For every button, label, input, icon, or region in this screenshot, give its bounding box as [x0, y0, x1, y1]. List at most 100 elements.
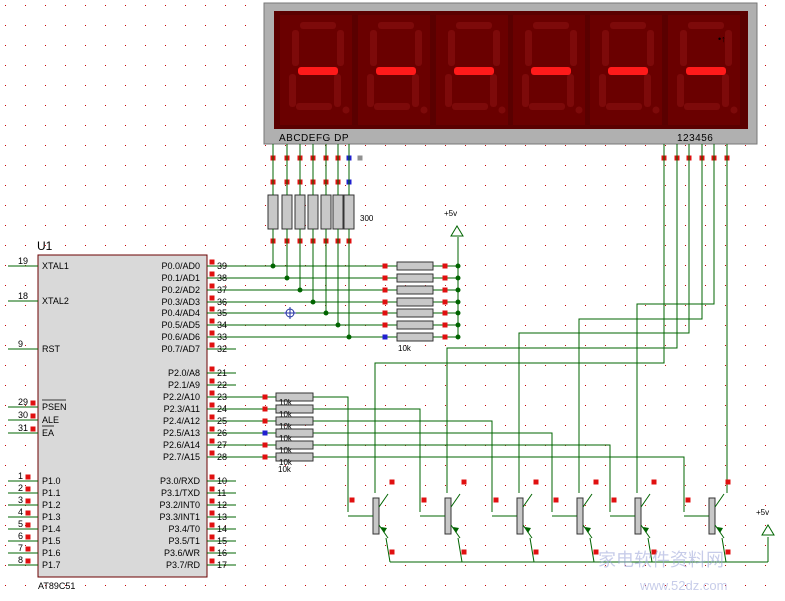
emitter-arrow-icon: [453, 527, 459, 533]
pullup-pin-left: [382, 275, 388, 281]
grid-dot: [85, 145, 86, 146]
pin-number: 7: [18, 543, 23, 553]
grid-dot: [5, 45, 6, 46]
grid-dot: [745, 385, 746, 386]
base-resistor: [275, 428, 314, 438]
grid-dot: [385, 545, 386, 546]
grid-dot: [605, 585, 606, 586]
grid-dot: [745, 365, 746, 366]
grid-dot: [5, 405, 6, 406]
wire: [529, 537, 535, 563]
grid-dot: [625, 385, 626, 386]
grid-dot: [505, 485, 506, 486]
grid-dot: [585, 465, 586, 466]
pin-name: P0.0/AD0: [161, 261, 200, 271]
power-label-1: +5v: [444, 209, 457, 218]
grid-dot: [225, 105, 226, 106]
grid-dot: [345, 505, 346, 506]
grid-dot: [505, 545, 506, 546]
grid-dot: [365, 545, 366, 546]
pin-number: 11: [217, 488, 226, 498]
grid-dot: [25, 165, 26, 166]
transistor-array[interactable]: [348, 479, 731, 555]
pin-name: P1.1: [42, 488, 61, 498]
grid-dot: [725, 145, 726, 146]
pin-name: P0.2/AD2: [161, 285, 200, 295]
grid-dot: [385, 465, 386, 466]
grid-dot: [305, 245, 306, 246]
grid-dot: [525, 285, 526, 286]
segment-dp: [652, 106, 660, 114]
grid-dot: [385, 525, 386, 526]
pullup-resistor-bank[interactable]: [382, 261, 448, 342]
pin-marker: [25, 522, 31, 528]
grid-dot: [145, 145, 146, 146]
pullup-label: 10k: [398, 344, 412, 353]
grid-dot: [5, 365, 6, 366]
wire: [313, 396, 349, 512]
grid-dot: [385, 365, 386, 366]
grid-dot: [605, 565, 606, 566]
pin-name: P2.4/A12: [163, 416, 200, 426]
grid-dot: [705, 385, 706, 386]
power-arrow-2-icon: [761, 524, 775, 536]
grid-dot: [245, 545, 246, 546]
pin-marker: [209, 330, 215, 336]
power-terminal-1[interactable]: +5v: [444, 209, 464, 237]
grid-dot: [185, 65, 186, 66]
grid-dot: [225, 425, 226, 426]
grid-dot: [125, 225, 126, 226]
pin-marker: [209, 259, 215, 265]
grid-dot: [485, 465, 486, 466]
transistor-pin: [461, 549, 467, 555]
grid-dot: [685, 225, 686, 226]
grid-dot: [465, 485, 466, 486]
grid-dot: [425, 245, 426, 246]
grid-dot: [585, 525, 586, 526]
seven-segment-display[interactable]: ABCDEFG DP 123456: [263, 2, 758, 145]
grid-dot: [5, 285, 6, 286]
grid-dot: [625, 325, 626, 326]
grid-dot: [485, 425, 486, 426]
grid-dot: [45, 185, 46, 186]
pin-name: P1.7: [42, 560, 61, 570]
grid-dot: [85, 45, 86, 46]
power-terminal-2[interactable]: +5v: [756, 508, 775, 536]
grid-dot: [525, 345, 526, 346]
grid-dot: [405, 505, 406, 506]
grid-dot: [765, 345, 766, 346]
pin-marker: [209, 522, 215, 528]
grid-dot: [545, 565, 546, 566]
grid-dot: [245, 585, 246, 586]
grid-dot: [5, 425, 6, 426]
segment-resistor-bank[interactable]: [267, 155, 730, 244]
grid-dot: [325, 545, 326, 546]
grid-dot: [385, 585, 386, 586]
grid-dot: [525, 145, 526, 146]
base-pin-left: [262, 406, 268, 412]
pin-number: 18: [18, 291, 28, 301]
grid-dot: [645, 485, 646, 486]
grid-dot: [445, 425, 446, 426]
grid-dot: [45, 5, 46, 6]
grid-dot: [685, 385, 686, 386]
grid-dot: [205, 25, 206, 26]
grid-dot: [485, 245, 486, 246]
segment-g: [454, 67, 494, 75]
transistor-pin: [651, 479, 657, 485]
grid-dot: [585, 425, 586, 426]
grid-dot: [745, 285, 746, 286]
grid-dot: [645, 525, 646, 526]
grid-dot: [425, 585, 426, 586]
grid-dot: [185, 105, 186, 106]
grid-dot: [545, 505, 546, 506]
grid-dot: [705, 145, 706, 146]
grid-dot: [705, 465, 706, 466]
grid-dot: [25, 5, 26, 6]
pullup-pin-left: [382, 310, 388, 316]
grid-dot: [685, 285, 686, 286]
